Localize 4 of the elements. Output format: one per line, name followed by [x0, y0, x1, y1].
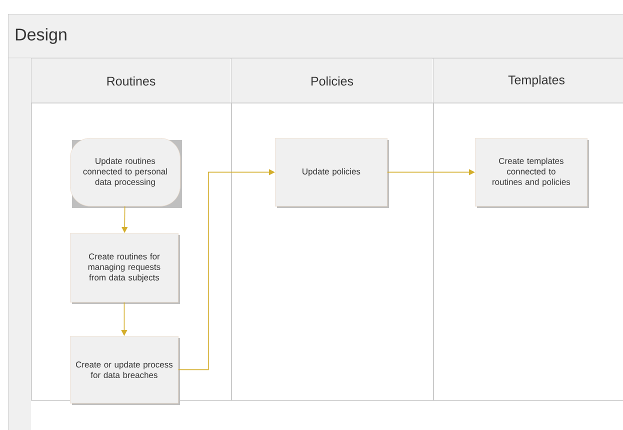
process-box: Create routines for managing requests from data subjects: [70, 233, 180, 304]
process-box: Create templates connected to routines and policies: [475, 138, 589, 208]
process-box: Create or update process for data breaches: [70, 336, 180, 405]
process-box: Update policies: [275, 138, 389, 208]
